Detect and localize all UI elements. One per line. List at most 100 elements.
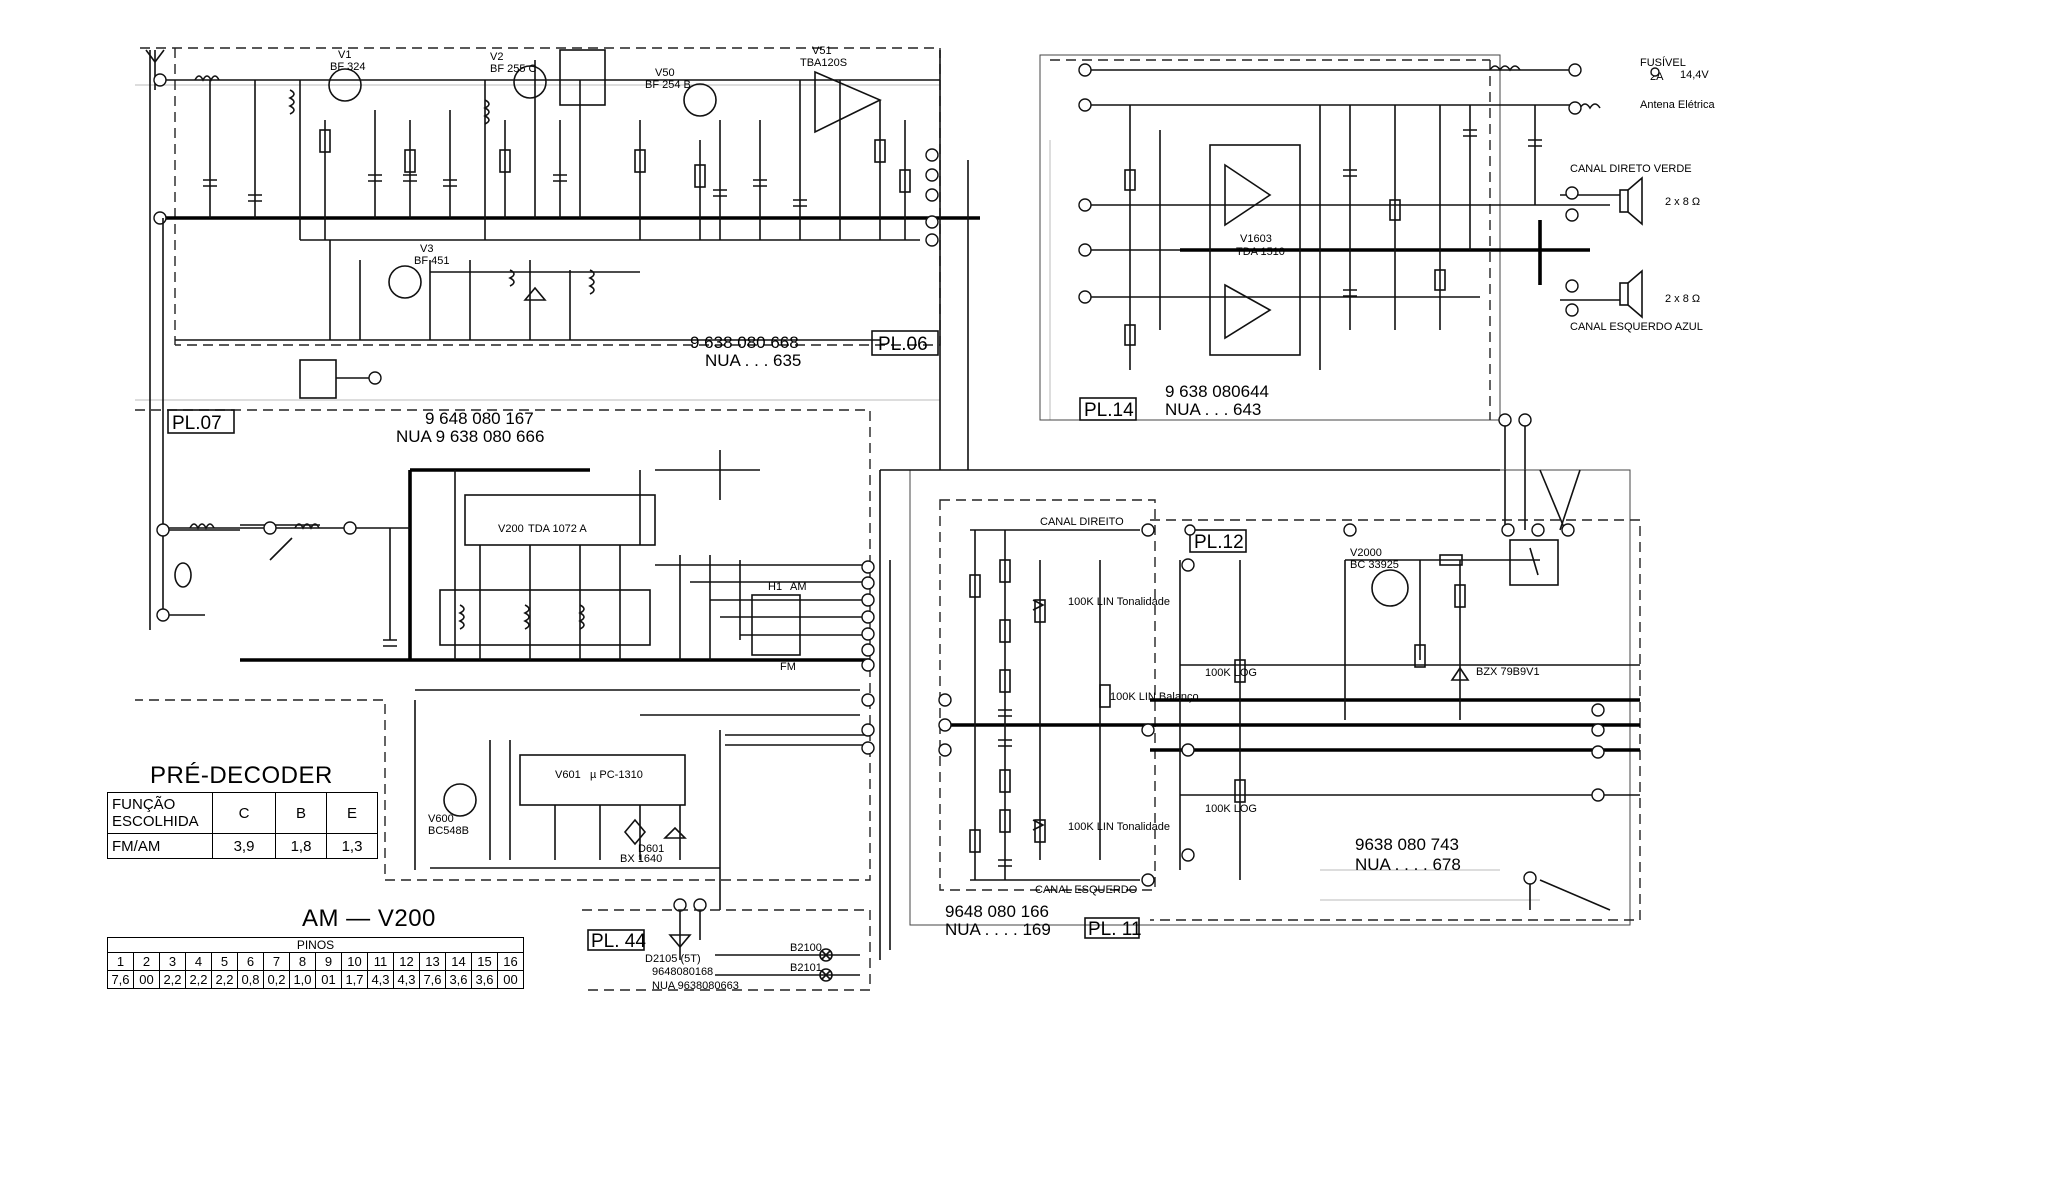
canal-direito-label: CANAL DIREITO bbox=[1040, 516, 1124, 528]
pin-number: 4 bbox=[185, 952, 212, 971]
pin-number: 6 bbox=[237, 952, 264, 971]
pin-voltage: 00 bbox=[497, 970, 524, 989]
v1603-ref: V1603 bbox=[1240, 233, 1272, 245]
pin-voltage: 2,2 bbox=[185, 970, 212, 989]
pl06-board bbox=[140, 47, 980, 399]
v601-part: µ PC-1310 bbox=[590, 769, 643, 781]
pin-voltage: 7,6 bbox=[419, 970, 446, 989]
balanco-label: 100K LIN Balanço bbox=[1110, 691, 1199, 703]
background-ghost bbox=[135, 84, 1540, 901]
pl07-nua: NUA 9 638 080 666 bbox=[396, 427, 544, 446]
interconnect bbox=[879, 50, 1500, 960]
speaker-r-label: 2 x 8 Ω bbox=[1665, 196, 1700, 208]
pl06-code: 9 638 080 668 bbox=[690, 333, 799, 352]
pl06-connectors bbox=[153, 73, 939, 385]
pl14-code: 9 638 080644 bbox=[1165, 382, 1269, 401]
pl44-board bbox=[582, 909, 871, 991]
pin-voltage: 1,0 bbox=[289, 970, 316, 989]
v1-part: BF 324 bbox=[330, 61, 365, 73]
pl07-code: 9 648 080 167 bbox=[425, 409, 534, 428]
d2000-label: BZX 79B9V1 bbox=[1476, 666, 1540, 678]
v2-part: BF 255 C bbox=[490, 63, 537, 75]
pin-number: 8 bbox=[289, 952, 316, 971]
am-v200-title: AM — V200 bbox=[302, 905, 436, 932]
pin-voltage: 0,8 bbox=[237, 970, 264, 989]
v200-part: TDA 1072 A bbox=[528, 523, 587, 535]
pin-number: 13 bbox=[419, 952, 446, 971]
pl07-board bbox=[135, 50, 871, 940]
canal-esquerdo-label: CANAL ESQUERDO bbox=[1035, 884, 1138, 896]
v1603-part: TDA 1510 bbox=[1236, 246, 1285, 258]
table-row: FUNÇÃO ESCOLHIDA C B E bbox=[107, 792, 378, 834]
pin-number: 11 bbox=[367, 952, 394, 971]
table-row: PINOS bbox=[107, 937, 524, 953]
pl12-nua: NUA . . . . 678 bbox=[1355, 855, 1461, 874]
v2000-part: BC 33925 bbox=[1350, 559, 1399, 571]
fm-switch-label: FM bbox=[780, 661, 796, 673]
v51-part: TBA120S bbox=[800, 57, 847, 69]
table-row: 1 2 3 4 5 6 7 8 9 10 11 12 13 14 15 16 bbox=[107, 952, 524, 971]
fmam-row-label: FM/AM bbox=[107, 833, 213, 859]
pin-number: 12 bbox=[393, 952, 420, 971]
am-v200-table: PINOS 1 2 3 4 5 6 7 8 9 10 11 12 13 14 1… bbox=[107, 937, 524, 989]
d2105-label: D2105 (5T) bbox=[645, 953, 701, 965]
pin-voltage: 4,3 bbox=[367, 970, 394, 989]
am-switch-label: AM bbox=[790, 581, 807, 593]
pl06-tag-box bbox=[871, 330, 939, 356]
v3-ref: V3 bbox=[420, 243, 433, 255]
pl14-connectors bbox=[1078, 63, 1660, 427]
pin-voltage: 3,6 bbox=[471, 970, 498, 989]
bx1640-label: BX 1640 bbox=[620, 853, 662, 865]
v600-ref: V600 bbox=[428, 813, 454, 825]
pin-voltage: 1,7 bbox=[341, 970, 368, 989]
pl14-board bbox=[1039, 54, 1643, 470]
function-header: FUNÇÃO ESCOLHIDA bbox=[107, 792, 213, 834]
b2100-label: B2100 bbox=[790, 942, 822, 954]
pin-voltage: 01 bbox=[315, 970, 342, 989]
pin-number: 15 bbox=[471, 952, 498, 971]
b2101-label: B2101 bbox=[790, 962, 822, 974]
pin-voltage: 4,3 bbox=[393, 970, 420, 989]
pin-voltage: 3,6 bbox=[445, 970, 472, 989]
v601-ref: V601 bbox=[555, 769, 581, 781]
pin-voltage: 2,2 bbox=[211, 970, 238, 989]
v50-ref: V50 bbox=[655, 67, 675, 79]
d601-label: D601 bbox=[638, 843, 664, 855]
pin-voltage: 7,6 bbox=[107, 970, 134, 989]
value-e: 1,3 bbox=[326, 833, 378, 859]
pin-number: 10 bbox=[341, 952, 368, 971]
pl12-tag-box bbox=[1189, 529, 1247, 553]
pl12-label: PL.12 bbox=[1194, 532, 1244, 553]
canal-direito-verde: CANAL DIRETO VERDE bbox=[1570, 163, 1692, 175]
pre-decoder-title: PRÉ-DECODER bbox=[150, 762, 333, 789]
v3-part: BF 451 bbox=[414, 255, 449, 267]
supply-voltage: 14,4V bbox=[1680, 69, 1709, 81]
pl11-label: PL. 11 bbox=[1088, 919, 1142, 940]
pin-number: 5 bbox=[211, 952, 238, 971]
v1-ref: V1 bbox=[338, 49, 351, 61]
pinos-header: PINOS bbox=[107, 937, 524, 953]
pin-number: 9 bbox=[315, 952, 342, 971]
r1661-label: 100K LOG bbox=[1205, 803, 1257, 815]
speaker-l-label: 2 x 8 Ω bbox=[1665, 293, 1700, 305]
pl44-code: 9648080168 bbox=[652, 966, 713, 978]
pl14-nua: NUA . . . 643 bbox=[1165, 400, 1261, 419]
pin-voltage: 0,2 bbox=[263, 970, 290, 989]
tonalidade-r-label: 100K LIN Tonalidade bbox=[1068, 596, 1170, 608]
pin-number: 3 bbox=[159, 952, 186, 971]
h1-label: H1 bbox=[768, 581, 782, 593]
v2-ref: V2 bbox=[490, 51, 503, 63]
pl11-nua: NUA . . . . 169 bbox=[945, 920, 1051, 939]
v2000-ref: V2000 bbox=[1350, 547, 1382, 559]
col-b-header: B bbox=[275, 792, 327, 834]
col-e-header: E bbox=[326, 792, 378, 834]
table-row: 7,6 00 2,2 2,2 2,2 0,8 0,2 1,0 01 1,7 4,… bbox=[107, 970, 524, 989]
pl11-code: 9648 080 166 bbox=[945, 902, 1049, 921]
tonalidade-l-label: 100K LIN Tonalidade bbox=[1068, 821, 1170, 833]
pl11-pl12-connectors bbox=[938, 523, 1605, 887]
col-c-header: C bbox=[212, 792, 276, 834]
value-b: 1,8 bbox=[275, 833, 327, 859]
pl07-label: PL.07 bbox=[172, 413, 222, 434]
pin-number: 14 bbox=[445, 952, 472, 971]
